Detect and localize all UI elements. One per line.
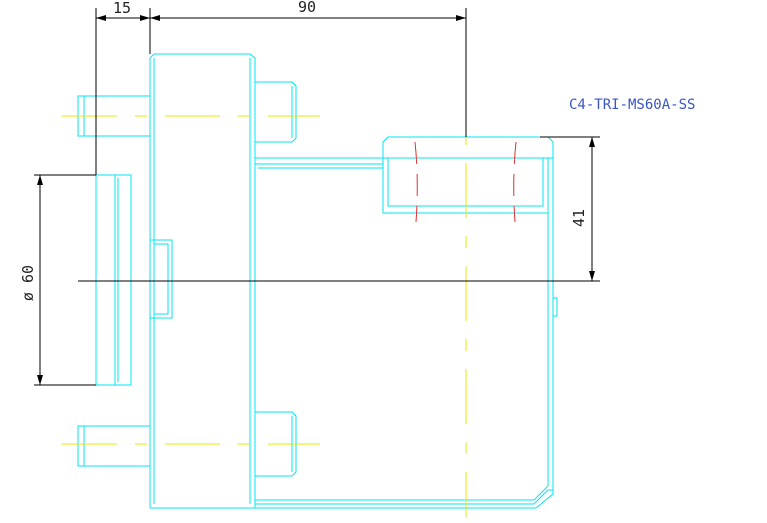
centerlines (62, 60, 467, 518)
dim-arrow-90-right (456, 15, 466, 21)
center-boss-outline (150, 239, 173, 319)
right-wall-tab (553, 297, 558, 317)
main-flange-outline (149, 53, 256, 509)
dim-arrow-90-left (150, 15, 160, 21)
upper-bolt-head (255, 81, 297, 143)
dimension-text-15: 15 (113, 0, 131, 17)
dimension-text-90: 90 (298, 0, 316, 16)
part-geometry (77, 53, 558, 509)
dim-arrow-41-top (589, 137, 595, 147)
base-plate-diagonal (533, 485, 549, 501)
part-number-label: C4-TRI-MS60A-SS (569, 97, 695, 113)
hidden-lines (88, 141, 517, 282)
lower-left-stud (77, 425, 151, 467)
hidden-bore-right (513, 141, 517, 223)
dim-arrow-15-right (140, 15, 150, 21)
dimension-lines (34, 8, 600, 386)
dim-arrow-41-bottom (589, 271, 595, 281)
hidden-bore-left (414, 141, 418, 223)
dim-arrow-60-top (37, 175, 43, 185)
center-boss-inner (154, 243, 169, 315)
dimension-text-41: 41 (570, 209, 588, 227)
seal-disc-inner (114, 174, 132, 386)
dim-arrow-15-left (96, 15, 106, 21)
dim-arrow-60-bottom (37, 375, 43, 385)
base-plate-outline (255, 489, 554, 509)
right-cup-top (382, 136, 554, 159)
seal-disc-outer (95, 174, 132, 386)
dimension-text-diameter-60: ø 60 (19, 265, 37, 301)
